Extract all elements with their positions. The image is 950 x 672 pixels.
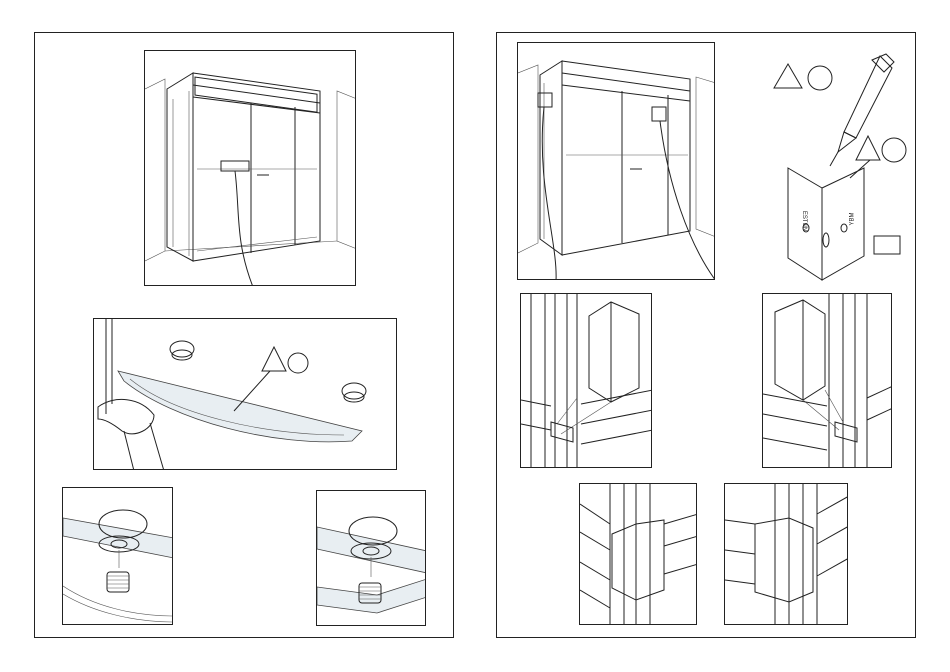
shelf-detail-panel bbox=[93, 318, 397, 470]
corner-finish-left-drawing bbox=[580, 484, 697, 625]
shower-cabin-drawing bbox=[145, 51, 356, 286]
corner-shelf-drawing bbox=[94, 319, 397, 470]
clip-detail-right-panel bbox=[316, 490, 426, 626]
clip-detail-left-panel bbox=[62, 487, 173, 625]
bracket-brand-label: ESTUN bbox=[801, 211, 807, 231]
clip-screw-drawing-left bbox=[63, 488, 173, 625]
bracket-model-label: YBM bbox=[850, 212, 856, 225]
corner-detail-right-panel bbox=[762, 293, 892, 468]
silicone-bracket-illustration: ESTUN YBM bbox=[760, 48, 910, 288]
shower-cabin-right-drawing bbox=[518, 43, 715, 280]
cabin-overview-right-panel bbox=[517, 42, 715, 280]
clip-screw-drawing-right bbox=[317, 491, 426, 626]
corner-bracket-right-drawing bbox=[763, 294, 892, 468]
corner-finish-right-panel bbox=[724, 483, 848, 625]
corner-finish-right-drawing bbox=[725, 484, 848, 625]
cabin-overview-panel bbox=[144, 50, 356, 286]
corner-bracket-left-drawing bbox=[521, 294, 652, 468]
silicone-tube-drawing bbox=[760, 48, 910, 288]
corner-finish-left-panel bbox=[579, 483, 697, 625]
corner-detail-left-panel bbox=[520, 293, 652, 468]
